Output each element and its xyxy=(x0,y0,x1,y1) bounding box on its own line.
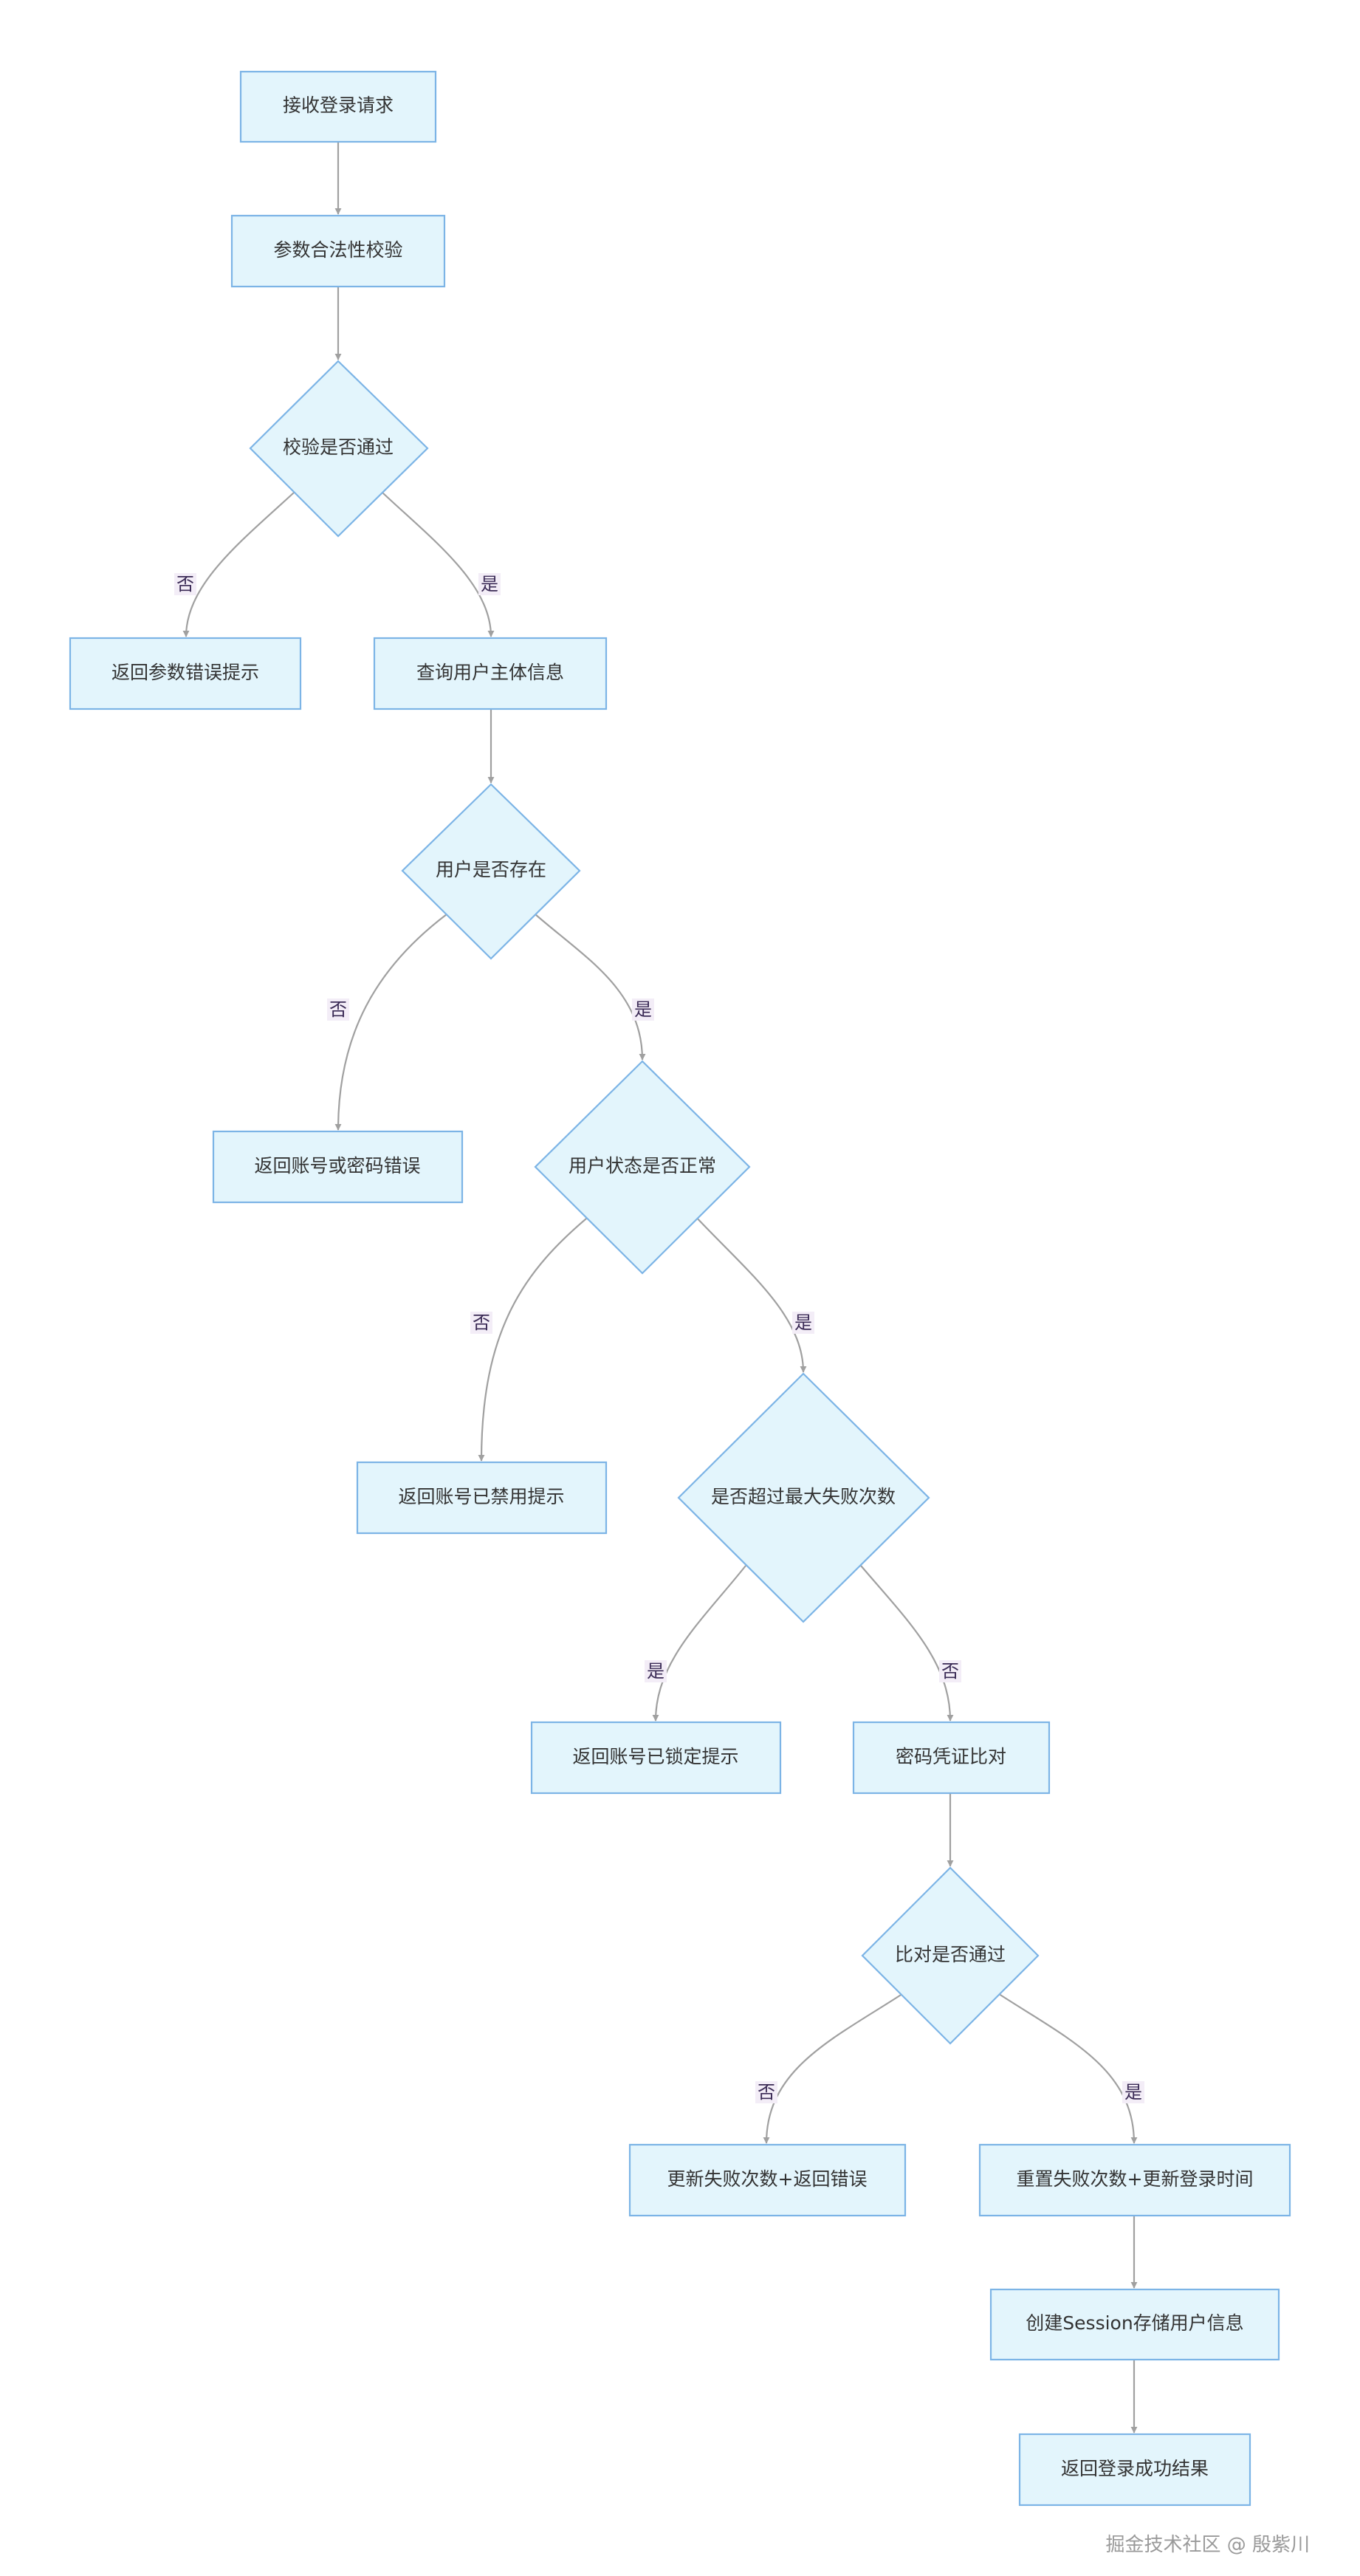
edge-compare-yes: 是 xyxy=(996,1992,1144,2144)
svg-text:创建Session存储用户信息: 创建Session存储用户信息 xyxy=(1026,2312,1243,2334)
decision-over-max-fail: 是否超过最大失败次数 xyxy=(677,1372,930,1623)
node-create-session: 创建Session存储用户信息 xyxy=(989,2288,1280,2361)
svg-text:校验是否通过: 校验是否通过 xyxy=(283,436,394,458)
svg-text:重置失败次数+更新登录时间: 重置失败次数+更新登录时间 xyxy=(1017,2168,1254,2190)
node-reset-fail-update-time: 重置失败次数+更新登录时间 xyxy=(978,2143,1291,2217)
edge-compare-no: 否 xyxy=(755,1992,905,2144)
svg-text:返回参数错误提示: 返回参数错误提示 xyxy=(111,662,259,683)
svg-text:接收登录请求: 接收登录请求 xyxy=(283,95,394,116)
svg-text:比对是否通过: 比对是否通过 xyxy=(895,1944,1006,1965)
node-return-account-pwd-error: 返回账号或密码错误 xyxy=(212,1130,464,1204)
edge-label-no: 否 xyxy=(941,1661,959,1682)
decision-user-status-normal: 用户状态是否正常 xyxy=(534,1060,751,1275)
svg-text:返回账号已锁定提示: 返回账号已锁定提示 xyxy=(572,1746,738,1767)
decision-user-exists: 用户是否存在 xyxy=(401,783,581,960)
node-query-user: 查询用户主体信息 xyxy=(373,637,608,710)
edge-label-no: 否 xyxy=(329,999,347,1020)
svg-text:参数合法性校验: 参数合法性校验 xyxy=(273,239,402,261)
svg-text:密码凭证比对: 密码凭证比对 xyxy=(896,1746,1006,1767)
edge-label-yes: 是 xyxy=(634,999,652,1020)
edge-check-no: 否 xyxy=(174,492,295,637)
svg-text:更新失败次数+返回错误: 更新失败次数+返回错误 xyxy=(667,2168,868,2190)
edge-label-yes: 是 xyxy=(794,1312,812,1333)
node-return-disabled: 返回账号已禁用提示 xyxy=(356,1461,608,1535)
decision-compare-passed: 比对是否通过 xyxy=(861,1866,1040,2045)
edge-status-yes: 是 xyxy=(693,1214,814,1373)
node-update-fail-return-error: 更新失败次数+返回错误 xyxy=(628,2143,907,2217)
node-param-validation: 参数合法性校验 xyxy=(230,214,446,288)
edge-label-yes: 是 xyxy=(481,574,498,595)
svg-text:用户状态是否正常: 用户状态是否正常 xyxy=(569,1155,716,1176)
svg-text:返回登录成功结果: 返回登录成功结果 xyxy=(1061,2458,1209,2479)
edge-label-no: 否 xyxy=(176,574,194,595)
node-return-param-error: 返回参数错误提示 xyxy=(69,637,302,710)
decision-validation-passed: 校验是否通过 xyxy=(249,360,429,538)
edge-label-yes: 是 xyxy=(647,1661,664,1682)
svg-text:是否超过最大失败次数: 是否超过最大失败次数 xyxy=(711,1486,896,1507)
svg-text:返回账号已禁用提示: 返回账号已禁用提示 xyxy=(398,1486,564,1507)
edge-label-no: 否 xyxy=(758,2082,775,2103)
edge-maxfail-yes: 是 xyxy=(645,1565,746,1722)
edge-check-yes: 是 xyxy=(382,492,501,637)
edge-label-no: 否 xyxy=(473,1312,490,1333)
edge-exists-no: 否 xyxy=(327,914,447,1131)
edge-status-no: 否 xyxy=(470,1214,591,1462)
node-return-locked: 返回账号已锁定提示 xyxy=(530,1721,782,1795)
node-password-compare: 密码凭证比对 xyxy=(852,1721,1051,1795)
node-return-login-success: 返回登录成功结果 xyxy=(1018,2433,1251,2507)
watermark: 掘金技术社区 @ 殷紫川 xyxy=(1105,2534,1310,2556)
node-receive-login-request: 接收登录请求 xyxy=(239,70,437,143)
edge-maxfail-no: 否 xyxy=(860,1565,961,1722)
edge-label-yes: 是 xyxy=(1124,2082,1142,2103)
svg-text:查询用户主体信息: 查询用户主体信息 xyxy=(416,662,564,683)
edge-exists-yes: 是 xyxy=(535,914,654,1061)
svg-text:用户是否存在: 用户是否存在 xyxy=(436,859,546,880)
svg-text:返回账号或密码错误: 返回账号或密码错误 xyxy=(254,1155,420,1176)
